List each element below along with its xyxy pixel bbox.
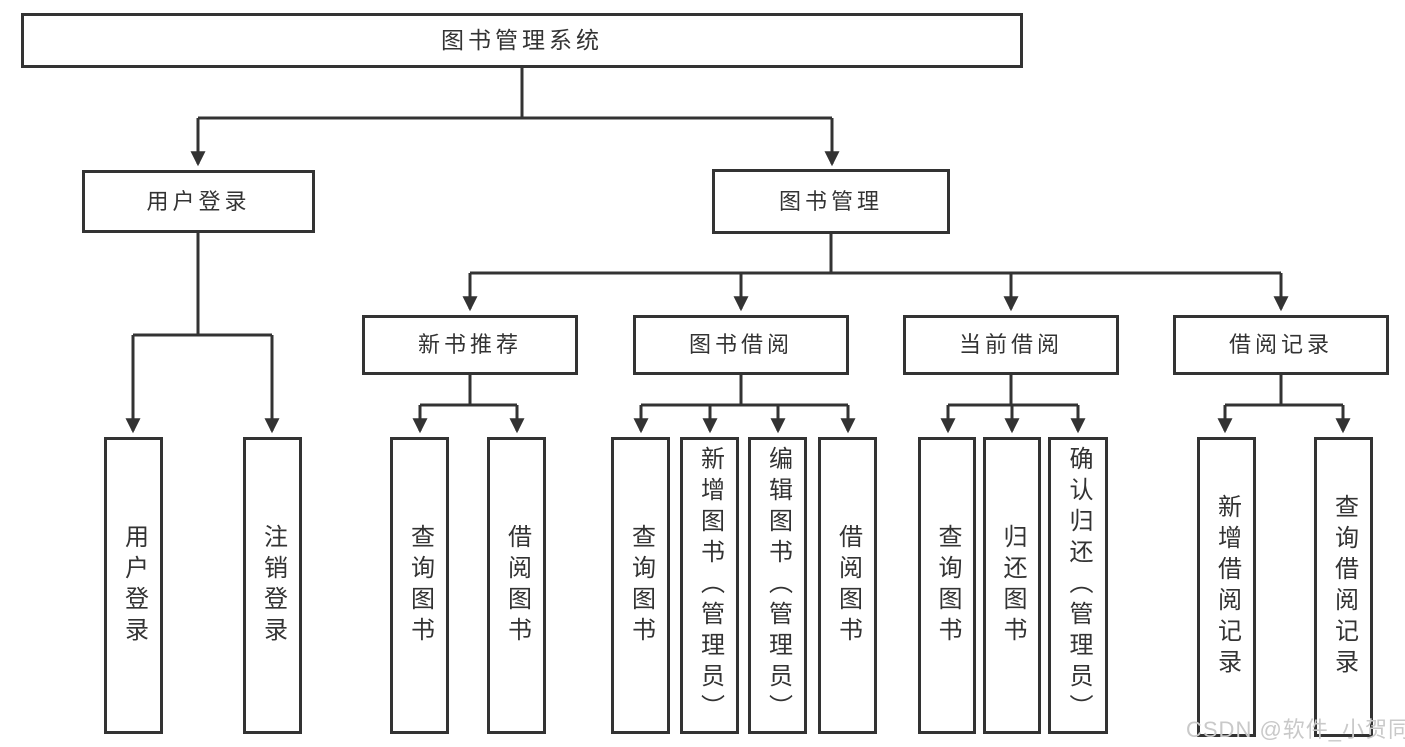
- leaf-logout: 注销登录: [243, 437, 302, 734]
- node-book-management: 图书管理: [712, 169, 950, 234]
- node-label: 图书管理: [778, 188, 883, 214]
- leaf-query-books-borrow: 查询图书: [611, 437, 670, 734]
- leaf-add-books-admin: 新增图书（管理员）: [680, 437, 739, 734]
- node-label: 新书推荐: [417, 332, 522, 357]
- leaf-borrow-books: 借阅图书: [818, 437, 877, 734]
- node-current-borrowing: 当前借阅: [903, 315, 1119, 375]
- leaf-borrow-books-recommend: 借阅图书: [487, 437, 546, 734]
- leaf-label: 确认归还（管理员）: [1065, 446, 1092, 725]
- leaf-label: 新增借阅记录: [1213, 494, 1241, 680]
- leaf-user-login: 用户登录: [104, 437, 163, 734]
- node-label: 图书管理系统: [441, 27, 603, 53]
- leaf-label: 编辑图书（管理员）: [764, 446, 792, 725]
- leaf-label: 查询图书: [627, 523, 655, 648]
- node-label: 用户登录: [146, 188, 251, 214]
- leaf-label: 借阅图书: [503, 523, 531, 648]
- leaf-label: 借阅图书: [834, 523, 862, 648]
- node-label: 借阅记录: [1228, 332, 1333, 357]
- leaf-query-borrow-record: 查询借阅记录: [1314, 437, 1373, 737]
- node-user-login: 用户登录: [82, 170, 315, 233]
- leaf-add-borrow-record: 新增借阅记录: [1197, 437, 1256, 737]
- csdn-watermark: CSDN @软件_小贺同学: [1186, 717, 1405, 742]
- leaf-label: 归还图书: [999, 523, 1026, 648]
- node-label: 图书借阅: [688, 332, 793, 357]
- node-label: 当前借阅: [958, 332, 1063, 357]
- node-book-borrowing: 图书借阅: [633, 315, 849, 375]
- leaf-edit-books-admin: 编辑图书（管理员）: [748, 437, 807, 734]
- node-new-book-recommendation: 新书推荐: [362, 315, 578, 375]
- leaf-label: 查询图书: [934, 523, 961, 648]
- leaf-label: 注销登录: [259, 523, 287, 648]
- leaf-label: 新增图书（管理员）: [696, 446, 724, 725]
- node-borrowing-records: 借阅记录: [1173, 315, 1389, 375]
- leaf-query-books-recommend: 查询图书: [390, 437, 449, 734]
- leaf-label: 查询借阅记录: [1330, 494, 1358, 680]
- leaf-label: 用户登录: [120, 523, 148, 648]
- leaf-query-books-current: 查询图书: [918, 437, 976, 734]
- leaf-label: 查询图书: [406, 523, 434, 648]
- leaf-return-books: 归还图书: [983, 437, 1041, 734]
- node-library-management-system: 图书管理系统: [21, 13, 1023, 68]
- leaf-confirm-return-admin: 确认归还（管理员）: [1048, 437, 1108, 734]
